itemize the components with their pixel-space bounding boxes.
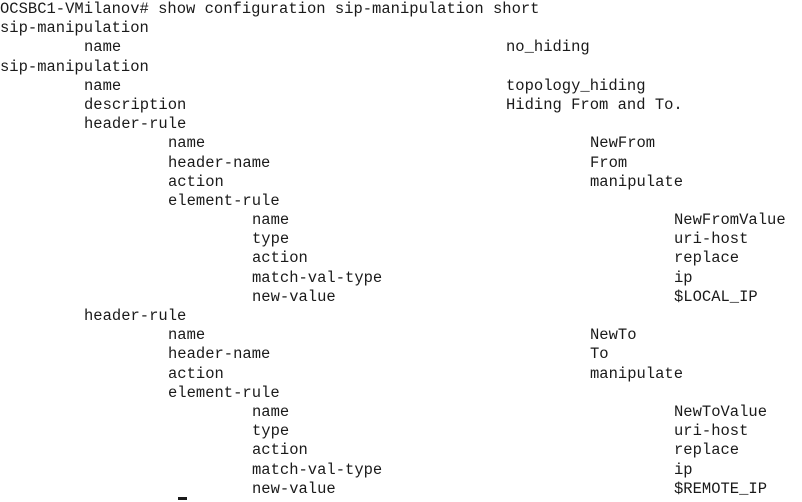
config-value: To bbox=[590, 345, 609, 364]
config-key: header-rule bbox=[84, 307, 187, 325]
config-line: sip-manipulation bbox=[0, 58, 802, 77]
config-value: NewTo bbox=[590, 326, 637, 345]
config-key: name bbox=[168, 134, 206, 153]
config-value: NewFrom bbox=[590, 134, 656, 153]
config-line: type uri-host bbox=[0, 422, 802, 441]
config-line: type uri-host bbox=[0, 230, 802, 249]
config-value: ip bbox=[674, 460, 693, 479]
config-value: uri-host bbox=[674, 422, 749, 441]
config-value: manipulate bbox=[590, 172, 684, 191]
config-line: name NewFrom bbox=[0, 134, 802, 153]
config-key: header-rule bbox=[84, 115, 187, 134]
config-value: From bbox=[590, 153, 628, 172]
config-key: new-value bbox=[252, 287, 336, 306]
config-value: NewFromValue bbox=[674, 211, 786, 230]
config-line: name NewTo bbox=[0, 326, 802, 345]
config-key: action bbox=[252, 441, 308, 460]
config-value: uri-host bbox=[674, 230, 749, 249]
config-value: $REMOTE_IP bbox=[674, 479, 768, 498]
config-line: name NewFromValue bbox=[0, 211, 802, 230]
config-value: $LOCAL_IP bbox=[674, 287, 758, 306]
config-value: replace bbox=[674, 441, 740, 460]
config-key: name bbox=[84, 38, 122, 57]
config-key: name bbox=[252, 211, 290, 230]
config-key: name bbox=[84, 76, 122, 95]
config-key: action bbox=[252, 249, 308, 268]
config-line: action replace bbox=[0, 249, 802, 268]
config-line: header-name From bbox=[0, 154, 802, 173]
config-line: description Hiding From and To. bbox=[0, 96, 802, 115]
config-key: name bbox=[168, 326, 206, 345]
config-value: replace bbox=[674, 249, 740, 268]
config-key: header-name bbox=[168, 345, 271, 364]
config-key: new-value bbox=[252, 479, 336, 498]
config-line: action manipulate bbox=[0, 173, 802, 192]
config-value: no_hiding bbox=[506, 38, 590, 57]
config-key: type bbox=[252, 230, 290, 249]
config-value: NewToValue bbox=[674, 402, 768, 421]
config-line: name topology_hiding bbox=[0, 77, 802, 96]
config-line: name no_hiding bbox=[0, 38, 802, 57]
config-line: element-rule bbox=[0, 192, 802, 211]
config-line: header-rule bbox=[0, 115, 802, 134]
config-key: match-val-type bbox=[252, 268, 383, 287]
config-line: new-value $REMOTE_IP bbox=[0, 480, 802, 499]
config-line: match-val-type ip bbox=[0, 461, 802, 480]
config-key: type bbox=[252, 422, 290, 441]
config-key: element-rule bbox=[168, 383, 280, 402]
config-value: topology_hiding bbox=[506, 76, 646, 95]
config-line: element-rule bbox=[0, 384, 802, 403]
config-key: sip-manipulation bbox=[0, 57, 149, 76]
config-value: manipulate bbox=[590, 364, 684, 383]
config-key: header-name bbox=[168, 153, 271, 172]
config-line: action manipulate bbox=[0, 365, 802, 384]
config-key: action bbox=[168, 172, 224, 191]
config-value: Hiding From and To. bbox=[506, 95, 683, 114]
config-key: description bbox=[84, 95, 187, 114]
command-prompt: OCSBC1-VMilanov# show configuration sip-… bbox=[0, 0, 540, 18]
text-cursor bbox=[178, 497, 187, 500]
config-line: header-name To bbox=[0, 345, 802, 364]
config-line: action replace bbox=[0, 441, 802, 460]
config-value: ip bbox=[674, 268, 693, 287]
config-line: match-val-type ip bbox=[0, 269, 802, 288]
config-key: element-rule bbox=[168, 191, 280, 210]
config-key: match-val-type bbox=[252, 460, 383, 479]
config-line: name NewToValue bbox=[0, 403, 802, 422]
command-prompt-line: OCSBC1-VMilanov# show configuration sip-… bbox=[0, 0, 802, 19]
config-line: header-rule bbox=[0, 307, 802, 326]
config-key: sip-manipulation bbox=[0, 19, 149, 38]
config-line: new-value $LOCAL_IP bbox=[0, 288, 802, 307]
config-line: sip-manipulation bbox=[0, 19, 802, 38]
config-key: name bbox=[252, 402, 290, 421]
config-key: action bbox=[168, 364, 224, 383]
